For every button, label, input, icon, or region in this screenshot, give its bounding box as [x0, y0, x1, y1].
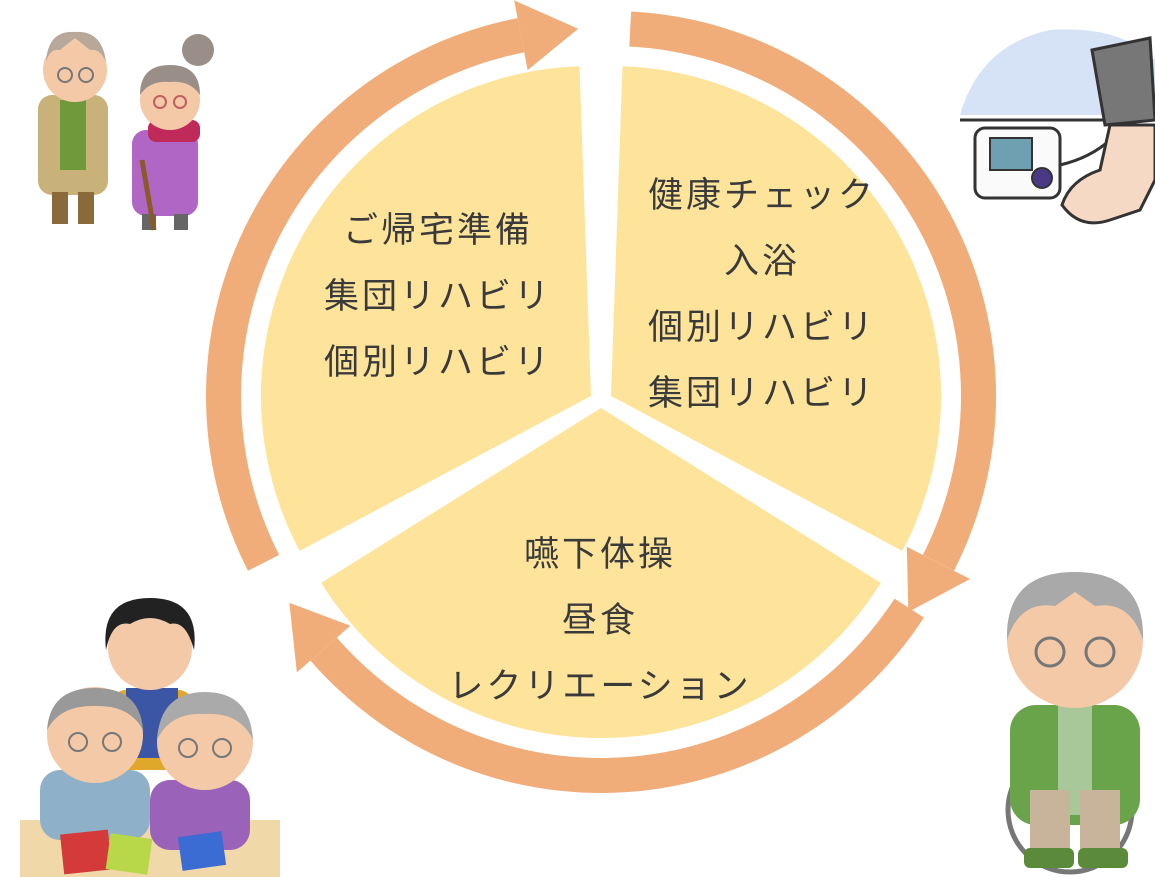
segment-bottom: 嚥下体操 昼食 レクリエーション: [440, 522, 760, 720]
wheelchair-man-icon: [1005, 572, 1144, 875]
blood-pressure-monitor-icon: [960, 29, 1155, 225]
segment-bottom-item: レクリエーション: [448, 667, 752, 707]
cycle-arrow-left: [206, 18, 525, 571]
segment-left-item: 集団リハビリ: [323, 277, 552, 317]
segment-right-item: 個別リハビリ: [647, 308, 876, 348]
segment-bottom-item: 昼食: [561, 601, 638, 641]
wedge-right: [611, 66, 941, 551]
cycle-arrow-bottom-head: [289, 602, 351, 673]
elderly-couple-icon: [38, 31, 214, 231]
cycle-arrow-right: [629, 11, 996, 571]
segment-right-item: 集団リハビリ: [647, 374, 876, 414]
cycle-arrow-bottom: [310, 598, 924, 793]
segment-right: 健康チェック 入浴 個別リハビリ 集団リハビリ: [642, 163, 882, 427]
wedge-bottom: [321, 408, 881, 738]
wedge-left: [261, 66, 591, 551]
cycle-arrow-right-head: [906, 546, 971, 613]
segment-left: ご帰宅準備 集団リハビリ 個別リハビリ: [318, 198, 558, 396]
group-recreation-icon: [20, 598, 280, 877]
segment-right-item: 入浴: [723, 242, 800, 282]
segment-left-item: ご帰宅準備: [342, 211, 533, 251]
segment-left-item: 個別リハビリ: [323, 343, 552, 383]
segment-right-item: 健康チェック: [647, 176, 876, 216]
cycle-arrow-left-head: [514, 0, 579, 71]
segment-bottom-item: 嚥下体操: [523, 535, 676, 575]
